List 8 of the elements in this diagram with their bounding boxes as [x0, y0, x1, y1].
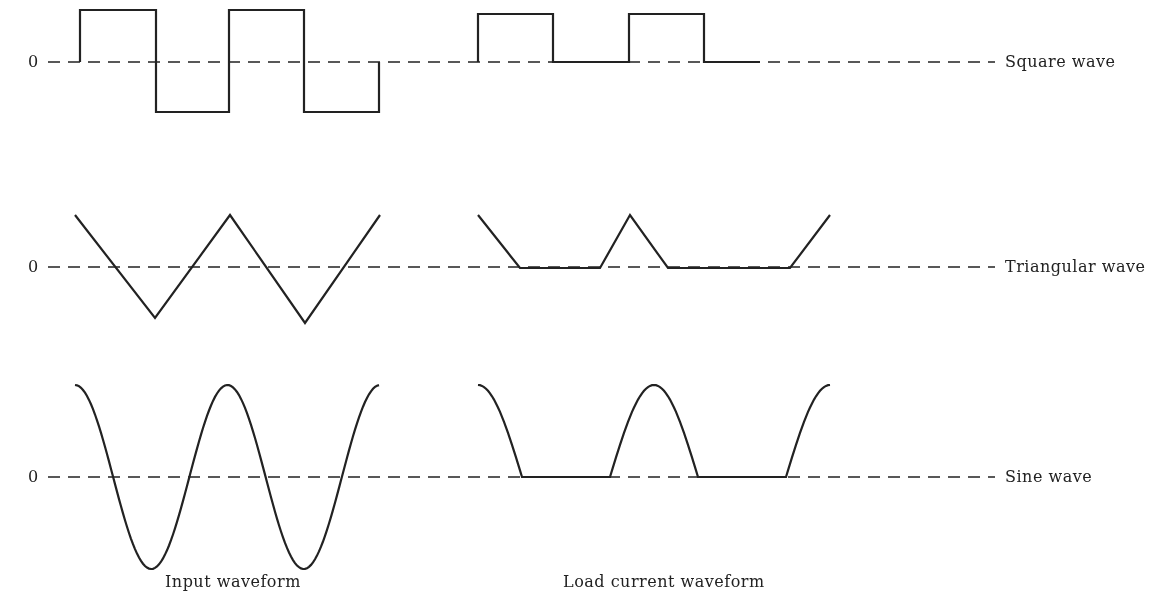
- waveform-label: Sine wave: [1005, 467, 1093, 487]
- column-heading: Input waveform: [165, 572, 301, 592]
- axis-label: 0: [28, 467, 39, 487]
- axis-label: 0: [28, 257, 39, 277]
- waveform-label: Triangular wave: [1005, 257, 1146, 277]
- column-heading: Load current waveform: [563, 572, 765, 592]
- axis-label: 0: [28, 52, 39, 72]
- waveform-label: Square wave: [1005, 52, 1116, 72]
